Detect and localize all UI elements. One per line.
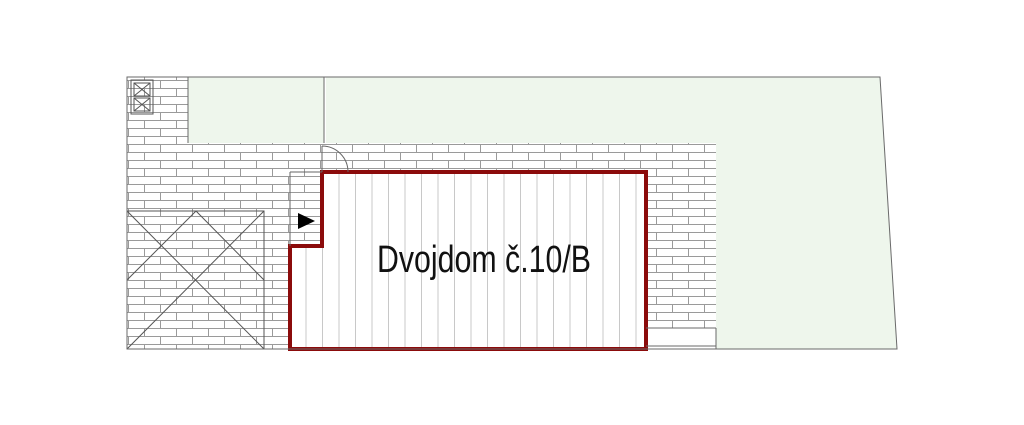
entrance xyxy=(289,145,349,246)
entrance-arrow-icon xyxy=(298,213,315,229)
entrance-recess xyxy=(289,171,322,246)
paving-left-column xyxy=(127,77,188,143)
division-lines xyxy=(187,77,717,349)
unit-footprint xyxy=(290,172,646,349)
plot-outline xyxy=(126,76,898,350)
roof-lines xyxy=(305,172,637,349)
paving-areas xyxy=(127,77,716,349)
housing-unit: Dvojdom č.10/B xyxy=(288,170,648,351)
garden-top-left xyxy=(188,77,324,143)
door-swing xyxy=(321,145,349,173)
garden-main xyxy=(326,77,897,349)
paving-courtyard xyxy=(127,143,716,349)
unit-label: Dvojdom č.10/B xyxy=(377,239,591,281)
vent-shaft-icon xyxy=(130,79,154,115)
garden-areas xyxy=(188,77,897,349)
